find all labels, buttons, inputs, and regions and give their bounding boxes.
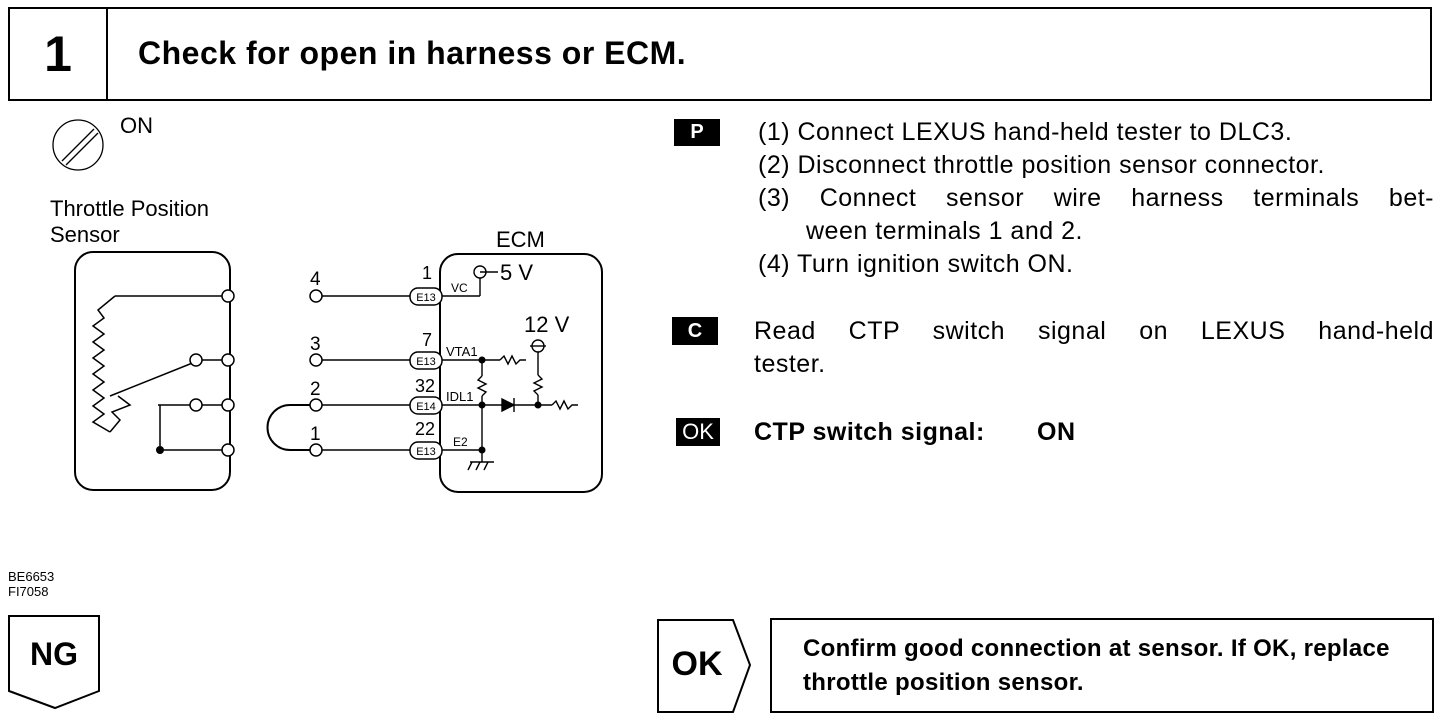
pin-1: 1 bbox=[422, 263, 432, 283]
signal-e2: E2 bbox=[453, 435, 468, 449]
figure-code-2: FI7058 bbox=[8, 584, 49, 599]
terminal-1: 1 bbox=[310, 424, 321, 445]
result-label: CTP switch signal: bbox=[754, 418, 985, 446]
signal-vc: VC bbox=[451, 281, 468, 295]
ecm-label: ECM bbox=[496, 227, 545, 252]
terminal-3: 3 bbox=[310, 334, 321, 355]
ok-box-shape bbox=[657, 619, 752, 713]
step-title: Check for open in harness or ECM. bbox=[138, 35, 687, 71]
ok-action-box bbox=[770, 618, 1434, 713]
ignition-switch-icon bbox=[52, 119, 104, 171]
result-badge: OK bbox=[676, 418, 720, 446]
ok-label: OK bbox=[671, 645, 723, 683]
connector-e13-b: E13 bbox=[416, 356, 436, 368]
ok-action-text: Confirm good connection at sensor. If OK… bbox=[803, 635, 1390, 696]
signal-vta1: VTA1 bbox=[446, 344, 478, 359]
supply-5v: 5 V bbox=[500, 260, 533, 285]
sensor-label-line2: Sensor bbox=[50, 222, 120, 247]
sensor-internals bbox=[91, 289, 235, 457]
sensor-label-line1: Throttle Position bbox=[50, 196, 209, 221]
figure-code-1: BE6653 bbox=[8, 569, 55, 584]
prep-step-1: (1) Connect LEXUS hand-held tester to DL… bbox=[758, 118, 1293, 146]
sensor-housing bbox=[74, 251, 231, 491]
connector-e14: E14 bbox=[416, 401, 436, 413]
check-line-1: Read CTP switch signal on LEXUS hand-hel… bbox=[754, 317, 1434, 345]
pin-32: 32 bbox=[415, 376, 435, 396]
prep-step-2: (2) Disconnect throttle position sensor … bbox=[758, 151, 1325, 179]
prep-step-4: (4) Turn ignition switch ON. bbox=[758, 250, 1074, 278]
ignition-label: ON bbox=[120, 113, 153, 138]
terminal-2: 2 bbox=[310, 379, 321, 400]
ng-box-shape bbox=[8, 615, 100, 710]
connector-e13-a: E13 bbox=[416, 292, 436, 304]
jumper-wire bbox=[266, 404, 310, 451]
step-number: 1 bbox=[10, 9, 108, 99]
preparation-badge: P bbox=[674, 119, 720, 146]
check-line-2: tester. bbox=[754, 350, 826, 378]
signal-idl1: IDL1 bbox=[446, 389, 473, 404]
pin-7: 7 bbox=[422, 330, 432, 350]
wiring-diagram: ON Throttle Position Sensor 4 3 2 1 ECM bbox=[50, 113, 603, 493]
prep-step-3: (3) Connect sensor wire harness terminal… bbox=[758, 184, 1434, 212]
ng-label: NG bbox=[30, 636, 78, 672]
result-value: ON bbox=[1037, 418, 1076, 446]
terminal-4: 4 bbox=[310, 269, 321, 290]
prep-step-3-cont: ween terminals 1 and 2. bbox=[806, 217, 1083, 245]
ecm-housing bbox=[439, 253, 603, 493]
supply-12v: 12 V bbox=[524, 312, 570, 337]
check-badge: C bbox=[672, 317, 718, 345]
connector-e13-c: E13 bbox=[416, 446, 436, 458]
step-header: 1 Check for open in harness or ECM. bbox=[8, 7, 1432, 101]
pin-22: 22 bbox=[415, 419, 435, 439]
